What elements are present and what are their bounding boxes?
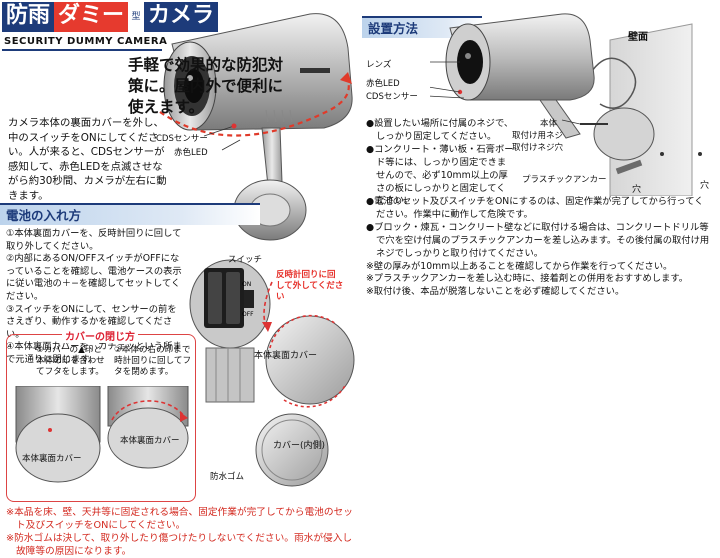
battery-step-1: ①本体裏面カバーを、反時計回りに回して取り外してください。	[6, 228, 182, 252]
hero-camera-illustration	[159, 13, 353, 241]
battery-notes: ※本品を床、壁、天井等に固定される場合、固定作業が完了してから電池のセット及びス…	[6, 506, 358, 558]
title-underline	[2, 49, 162, 51]
hero-camera-badge	[300, 68, 330, 73]
install-mount-arm	[539, 99, 581, 139]
title-word-rainproof: 防雨	[2, 2, 55, 32]
cover-closing-title: カバーの閉じ方	[62, 328, 138, 343]
battery-step-2: ②内部にあるON/OFFスイッチがOFFになっていることを確認し、電池ケースの表…	[6, 253, 182, 302]
install-step-1: ●設置したい場所に付属のネジで、しっかり固定してください。	[366, 118, 514, 142]
install-camera-lens	[457, 40, 483, 84]
install-note-3: ※取付け後、本品が脱落しないことを必ず確認してください。	[366, 286, 625, 298]
title-separator: 型	[131, 12, 141, 22]
title-subtitle: SECURITY DUMMY CAMERA	[4, 36, 168, 47]
install-step-4: ●ブロック・煉瓦・コンクリート壁などに取付ける場合は、コンクリートドリル等で穴を…	[366, 221, 710, 259]
battery-switch	[244, 290, 254, 308]
title-word-camera: カメラ	[144, 2, 219, 32]
body-cover-label-right: 本体裏面カバー	[254, 351, 318, 361]
hero-lens-glint	[187, 75, 193, 81]
headline: 手軽で効果的な防犯対策に。屋内外で便利に使えます。	[128, 55, 284, 116]
closing-cover-mid	[107, 407, 189, 469]
battery-note-2: ※防水ゴムは決して、取り外したり傷つけたりしないでください。雨水が侵入し故障等の…	[6, 533, 353, 557]
battery-step-4: ④本体裏面カバーを、カチェッという所まで元通りに閉じます。	[6, 341, 182, 365]
cds-sensor-callout: CDSセンサー	[156, 134, 208, 144]
install-cds-label: CDSセンサー	[366, 92, 418, 102]
install-body-label: 本体	[540, 119, 558, 129]
body-cover-label-mid: 本体裏面カバー	[120, 436, 180, 446]
cover-closing-illustration	[15, 386, 189, 483]
intro-text: カメラ本体の裏面カバーを外し、中のスイッチをONにしてください。人が来ると、CD…	[8, 117, 167, 202]
install-hole-label-1: 穴	[632, 185, 642, 195]
closing-cover-left	[15, 413, 101, 483]
battery-section-heading: 電池の入れ方	[0, 203, 260, 225]
hero-camera-ribs	[265, 109, 293, 123]
cover-inner-label: カバー(内側)	[273, 441, 326, 451]
hero-camera-barrel	[171, 13, 353, 131]
install-lens-label: レンズ	[366, 60, 392, 70]
battery-note-1: ※本品を床、壁、天井等に固定される場合、固定作業が完了してから電池のセット及びス…	[6, 507, 353, 531]
product-title: 防雨ダミー型カメラ	[2, 2, 219, 32]
install-screw-label: 取付け用ネジ	[512, 131, 564, 141]
install-note-1: ※壁の厚みが10mm以上あることを確認してから作業を行ってください。	[366, 260, 673, 272]
battery-switch-off: OFF	[242, 311, 254, 318]
install-step-2: ●コンクリート・薄い板・石膏ボード等には、しっかり固定できませんので、必ず10m…	[366, 143, 514, 207]
rotate-note: 反時計回りに回して外してください	[276, 270, 344, 302]
red-led-callout: 赤色LED	[174, 148, 208, 158]
battery-switch-on: ON	[242, 281, 251, 288]
battery-body-barrel	[205, 347, 255, 403]
install-hole-label-2: 穴	[700, 181, 710, 191]
install-cable	[579, 57, 637, 109]
install-note-2: ※プラスチックアンカーを差し込む時に、接着剤との併用をおすすめします。	[366, 273, 689, 285]
battery-steps: ①本体裏面カバーを、反時計回りに回して取り外してください。 ②内部にあるON/O…	[6, 228, 184, 367]
swing-arrow	[159, 75, 350, 137]
install-mount-plate	[593, 107, 655, 161]
cover-closing-step-2: ②本体の右の印まで時計回りに回してフタを閉めます。	[114, 345, 192, 377]
hero-camera-mount-arm	[261, 127, 283, 187]
body-cover-label-left: 本体裏面カバー	[22, 454, 82, 464]
waterproof-rubber-label: 防水ゴム	[210, 472, 245, 482]
cover-inner-disc	[255, 413, 329, 487]
install-step-3: ●電池のセット及びスイッチをONにするのは、固定作業が完了してから行ってください…	[366, 196, 704, 220]
battery-compartment-illustration: ON OFF	[189, 259, 355, 487]
title-word-dummy: ダミー	[54, 2, 129, 32]
install-illustration	[430, 13, 702, 196]
cover-closing-step-1: ①カバーの▲印と本体の印を合わせてフタをします。	[36, 345, 105, 377]
install-screw-hole-label: 取付けネジ穴	[512, 143, 564, 153]
install-steps-upper: ●設置したい場所に付属のネジで、しっかり固定してください。 ●コンクリート・薄い…	[366, 118, 514, 208]
install-anchor-label: プラスチックアンカー	[522, 175, 607, 185]
install-steps-lower: ●電池のセット及びスイッチをONにするのは、固定作業が完了してから行ってください…	[366, 196, 712, 299]
install-anchor	[615, 159, 643, 175]
install-red-led-label: 赤色LED	[366, 79, 400, 89]
switch-callout: スイッチ	[228, 255, 263, 265]
install-wall-label: 壁面	[628, 32, 648, 43]
